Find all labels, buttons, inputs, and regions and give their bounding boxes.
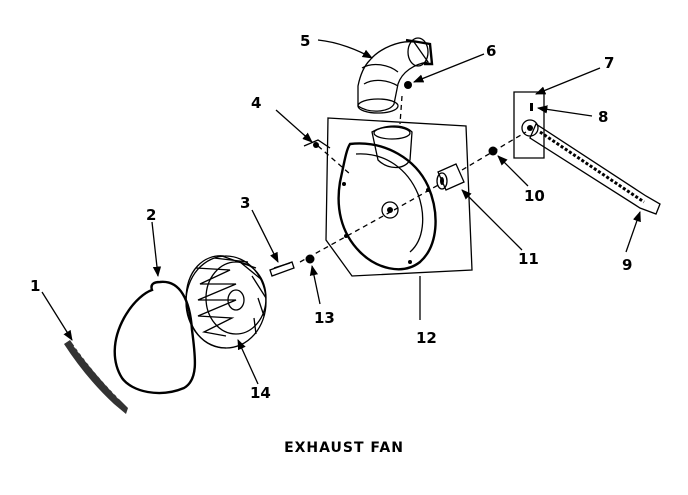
callout-4: 4	[251, 94, 261, 112]
callout-8: 8	[598, 108, 608, 126]
callout-2: 2	[146, 206, 156, 224]
part-8-bolt	[530, 103, 533, 111]
callout-5: 5	[300, 32, 310, 50]
callout-7: 7	[604, 54, 614, 72]
part-14-impeller-wheel	[185, 255, 267, 349]
callout-13: 13	[314, 309, 335, 327]
part-13-washer	[305, 254, 315, 264]
part-7-motor-bracket	[513, 91, 545, 159]
part-6-clamp-screw	[404, 81, 412, 89]
part-3-shaft-pin	[269, 261, 295, 277]
part-4-screw	[313, 142, 319, 148]
assembly-centerline	[299, 95, 527, 263]
part-1-gasket-strip	[64, 340, 128, 414]
part-12-blower-housing	[325, 117, 473, 277]
leader-lines	[41, 39, 641, 385]
callout-3: 3	[240, 194, 250, 212]
callout-10: 10	[524, 187, 545, 205]
callout-9: 9	[622, 256, 632, 274]
diagram-caption: EXHAUST FAN	[284, 440, 404, 456]
callout-14: 14	[250, 384, 271, 402]
callout-12: 12	[416, 329, 437, 347]
callout-1: 1	[30, 277, 40, 295]
part-11-coupling	[436, 163, 465, 191]
callout-6: 6	[486, 42, 496, 60]
callout-11: 11	[518, 250, 539, 268]
part-9-strap	[529, 123, 661, 215]
part-5-elbow-pipe	[357, 37, 434, 114]
part-2-housing-seal	[113, 280, 197, 395]
